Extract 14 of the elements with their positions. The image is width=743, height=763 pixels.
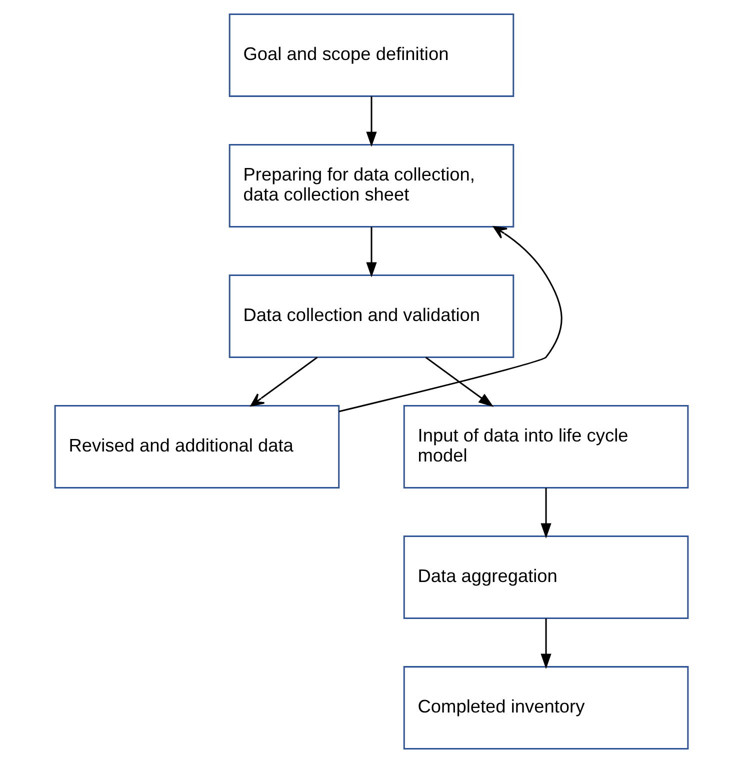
arrow bbox=[366, 226, 377, 278]
node-box: Revised and additional data bbox=[54, 405, 340, 488]
node-box: Preparing for data collection, data collection sheet bbox=[228, 144, 514, 228]
arrow bbox=[338, 226, 562, 412]
node-box: Data collection and validation bbox=[228, 274, 514, 358]
arrow bbox=[540, 618, 552, 669]
arrow bbox=[366, 96, 377, 147]
arrow bbox=[540, 488, 552, 538]
arrow bbox=[250, 356, 318, 406]
node-box: Data aggregation bbox=[403, 536, 689, 620]
node-box: Completed inventory bbox=[403, 666, 689, 750]
node-box: Goal and scope definition bbox=[228, 13, 514, 97]
node-box: Input of data into life cycle model bbox=[403, 405, 689, 488]
arrow bbox=[425, 356, 494, 407]
